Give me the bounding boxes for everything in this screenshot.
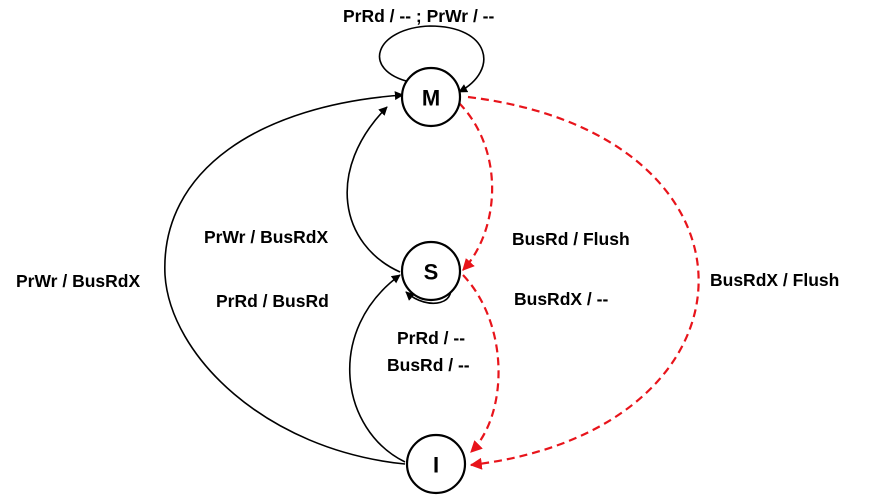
state-s: S (400, 240, 462, 302)
label-s-to-m: PrWr / BusRdX (204, 227, 328, 247)
state-m: M (400, 66, 462, 128)
label-s-self-loop-2: BusRd / -- (387, 355, 470, 375)
label-m-to-s: BusRd / Flush (512, 229, 630, 249)
label-s-self-loop-1: PrRd / -- (397, 328, 465, 348)
edge-i-to-s (348, 274, 406, 463)
state-i-label: I (433, 453, 439, 478)
state-m-label: M (422, 86, 440, 111)
state-s-label: S (424, 260, 439, 285)
label-i-to-s: PrRd / BusRd (216, 291, 329, 311)
edge-m-self-loop (378, 25, 485, 93)
label-i-to-m: PrWr / BusRdX (16, 271, 140, 291)
label-s-to-i: BusRdX / -- (514, 289, 608, 309)
edge-s-to-i (462, 274, 500, 453)
edge-m-to-i (467, 95, 700, 470)
label-m-self-loop: PrRd / -- ; PrWr / -- (343, 6, 495, 26)
edge-s-to-m (346, 106, 401, 273)
state-i: I (405, 433, 467, 495)
label-m-to-i: BusRdX / Flush (710, 270, 839, 290)
edge-m-to-s (458, 102, 494, 271)
edge-i-to-m (164, 91, 406, 465)
